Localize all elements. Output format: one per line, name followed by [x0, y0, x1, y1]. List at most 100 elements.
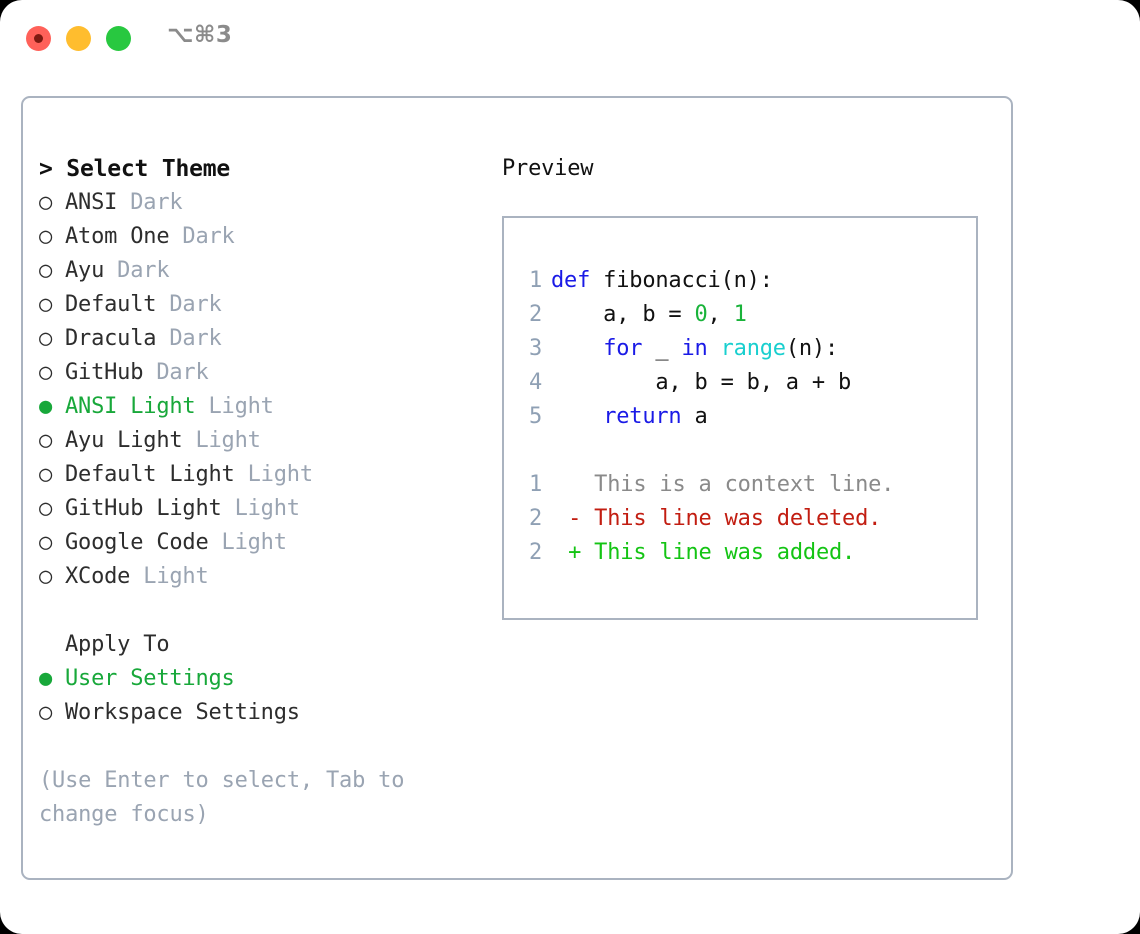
theme-option-label: Ayu Light	[65, 428, 183, 453]
apply-to-option-label: User Settings	[65, 666, 235, 691]
diff-line-number: 2	[528, 540, 542, 565]
code-line-number: 3	[528, 336, 542, 361]
theme-option-variant: Dark	[117, 190, 183, 215]
theme-option-variant: Light	[208, 530, 287, 555]
code-token-plain	[551, 336, 603, 361]
code-token-plain: a	[681, 404, 708, 429]
title-bar: ⌥⌘3	[0, 0, 1140, 78]
diff-line-number: 1	[528, 472, 542, 497]
theme-option-default-light[interactable]: ○ Default Light Light	[39, 458, 469, 492]
code-line-number: 4	[528, 370, 542, 395]
minimize-window-button[interactable]	[66, 26, 91, 51]
diff-sample-lines: 1 This is a context line.2 - This line w…	[520, 468, 970, 570]
theme-option-ayu-light[interactable]: ○Ayu Light Light	[39, 424, 469, 458]
radio-unselected-icon: ○	[39, 190, 53, 215]
diff-line-number: 2	[528, 506, 542, 531]
theme-option-label: Ayu	[65, 258, 105, 283]
code-token-number: 0	[694, 302, 708, 327]
radio-unselected-icon: ○	[39, 224, 53, 249]
close-window-button[interactable]	[26, 26, 51, 51]
code-token-plain: fibonacci(n):	[590, 268, 773, 293]
theme-option-ansi-light[interactable]: ●ANSI Light Light	[39, 390, 469, 424]
code-token-plain	[708, 336, 721, 361]
code-token-function: range	[720, 336, 786, 361]
code-token-plain: ,	[707, 302, 734, 327]
code-token-plain: (n):	[785, 336, 839, 361]
radio-unselected-icon: ○	[39, 496, 53, 521]
theme-option-ayu[interactable]: ○Ayu Dark	[39, 254, 469, 288]
radio-unselected-icon: ○	[39, 564, 53, 589]
code-token-keyword: def	[551, 268, 591, 293]
apply-to-option-user-settings[interactable]: ● User Settings	[39, 662, 469, 696]
apply-to-header: Apply To	[65, 632, 170, 657]
radio-unselected-icon: ○	[39, 428, 53, 453]
theme-option-variant: Dark	[143, 360, 209, 385]
code-line: 3 for _ in range(n):	[520, 332, 970, 366]
theme-option-github-light[interactable]: ○ GitHub Light Light	[39, 492, 469, 526]
code-line: 4 a, b = b, a + b	[520, 366, 970, 400]
theme-option-label: GitHub	[65, 360, 144, 385]
theme-option-dracula[interactable]: ○Dracula Dark	[39, 322, 469, 356]
code-token-number: 1	[733, 302, 747, 327]
theme-option-label: Default Light	[65, 462, 235, 487]
theme-list-column: > Select Theme ○ANSI Dark○Atom One Dark○…	[39, 152, 469, 832]
diff-line-deleted: 2 - This line was deleted.	[520, 502, 970, 536]
theme-option-variant: Dark	[156, 326, 222, 351]
theme-option-label: GitHub Light	[65, 496, 222, 521]
maximize-window-button[interactable]	[106, 26, 131, 51]
theme-option-label: Google Code	[65, 530, 209, 555]
code-token-plain: a, b =	[551, 302, 695, 327]
apply-to-list: ● User Settings ○Workspace Settings	[39, 662, 469, 730]
theme-option-variant: Dark	[156, 292, 222, 317]
code-line-number: 2	[528, 302, 542, 327]
theme-option-variant: Light	[195, 394, 274, 419]
preview-header: Preview	[502, 156, 594, 181]
select-theme-header: > Select Theme	[39, 156, 231, 182]
code-token-plain: a, b = b, a + b	[551, 370, 852, 395]
theme-option-variant: Light	[221, 496, 300, 521]
diff-line-content: This is a context line.	[542, 472, 895, 497]
code-blank-line	[520, 434, 970, 468]
theme-option-variant: Light	[234, 462, 313, 487]
code-token-plain	[551, 404, 603, 429]
code-token-plain: _	[642, 336, 682, 361]
theme-option-label: ANSI Light	[65, 394, 196, 419]
code-line-number: 1	[528, 268, 542, 293]
diff-line-content: + This line was added.	[542, 540, 856, 565]
theme-option-label: Atom One	[65, 224, 170, 249]
theme-option-google-code[interactable]: ○Google Code Light	[39, 526, 469, 560]
radio-unselected-icon: ○	[39, 258, 53, 283]
theme-list: ○ANSI Dark○Atom One Dark○Ayu Dark○Defaul…	[39, 186, 469, 594]
diff-line-context: 1 This is a context line.	[520, 468, 970, 502]
keyboard-hint-text: (Use Enter to select, Tab to change focu…	[39, 768, 405, 827]
code-line: 5 return a	[520, 400, 970, 434]
radio-unselected-icon: ○	[39, 326, 53, 351]
code-line-number: 5	[528, 404, 542, 429]
theme-option-label: Default	[65, 292, 157, 317]
theme-option-default[interactable]: ○ Default Dark	[39, 288, 469, 322]
code-token-keyword: return	[603, 404, 682, 429]
apply-to-option-workspace-settings[interactable]: ○Workspace Settings	[39, 696, 469, 730]
theme-option-xcode[interactable]: ○ XCode Light	[39, 560, 469, 594]
diff-line-content: - This line was deleted.	[542, 506, 882, 531]
radio-selected-icon: ●	[39, 666, 53, 691]
section-spacer	[39, 594, 469, 628]
radio-unselected-icon: ○	[39, 462, 53, 487]
theme-option-atom-one[interactable]: ○Atom One Dark	[39, 220, 469, 254]
theme-option-label: XCode	[65, 564, 131, 589]
code-line: 1 def fibonacci(n):	[520, 264, 970, 298]
apply-to-option-label: Workspace Settings	[65, 700, 300, 725]
theme-option-variant: Light	[130, 564, 209, 589]
theme-option-ansi[interactable]: ○ANSI Dark	[39, 186, 469, 220]
theme-option-github[interactable]: ○ GitHub Dark	[39, 356, 469, 390]
traffic-light-buttons	[26, 26, 131, 51]
code-token-keyword: in	[681, 336, 708, 361]
radio-unselected-icon: ○	[39, 292, 53, 317]
code-line: 2 a, b = 0, 1	[520, 298, 970, 332]
radio-unselected-icon: ○	[39, 360, 53, 385]
